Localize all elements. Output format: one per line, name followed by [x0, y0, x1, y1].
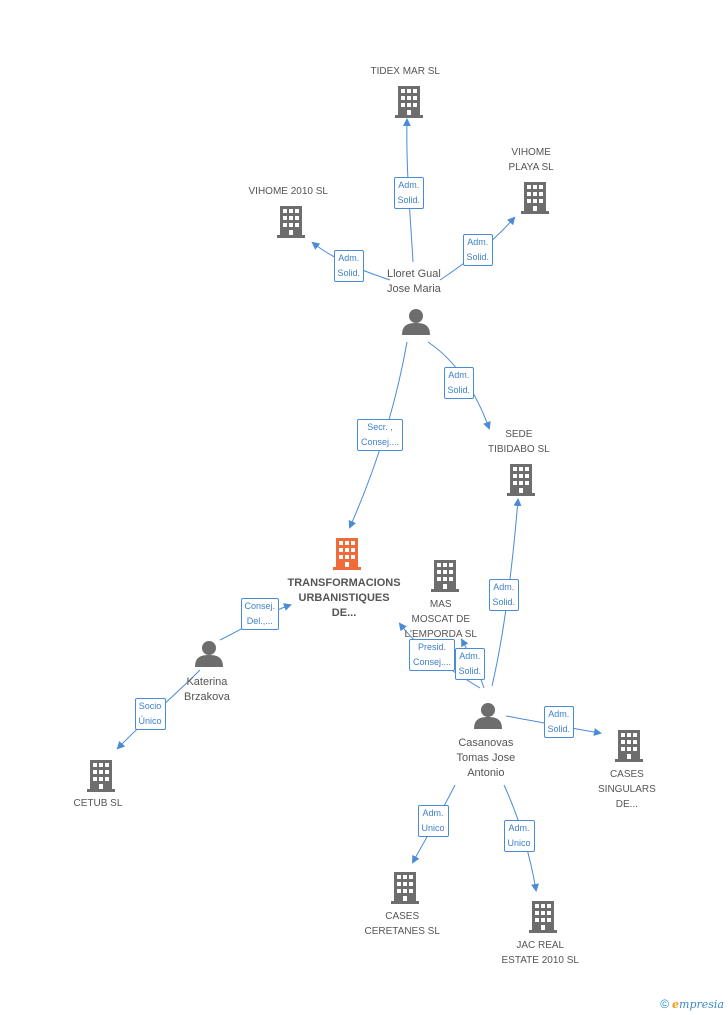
edge-label-katerina-to-cetub[interactable]: Socio Único [134, 698, 166, 730]
edge-label-lloret-to-tidex[interactable]: Adm. Solid. [393, 177, 425, 209]
footer-brand[interactable]: © empresia [660, 997, 724, 1011]
building-icon-sede[interactable] [507, 464, 535, 496]
node-label-katerina[interactable]: Katerina Brzakova [184, 676, 230, 703]
node-label-lloret[interactable]: Lloret Gual Jose Maria [387, 268, 441, 295]
empresia-logo: empresia [672, 997, 724, 1011]
node-label-cases_cer[interactable]: CASES CERETANES SL [364, 911, 440, 937]
copyright-symbol: © [660, 997, 670, 1011]
edge-label-casanovas-to-cases_sing[interactable]: Adm. Solid. [543, 706, 575, 738]
building-icon-mas[interactable] [431, 560, 459, 592]
edge-label-casanovas-to-sede[interactable]: Adm. Solid. [488, 579, 520, 611]
edge-label-lloret-to-vihome2010[interactable]: Adm. Solid. [333, 250, 365, 282]
person-icon-katerina[interactable] [195, 641, 223, 667]
edges-layer [116, 118, 602, 892]
node-label-mas[interactable]: MAS MOSCAT DE L'EMPORDA SL [404, 599, 478, 640]
node-label-jac[interactable]: JAC REAL ESTATE 2010 SL [501, 940, 579, 966]
node-label-transf[interactable]: TRANSFORMACIONS URBANISTIQUES DE... [287, 577, 401, 619]
building-icon-vihome2010[interactable] [277, 206, 305, 238]
edge-label-lloret-to-sede[interactable]: Adm. Solid. [443, 367, 475, 399]
building-icon-cases_cer[interactable] [391, 872, 419, 904]
node-label-vihome2010[interactable]: VIHOME 2010 SL [248, 186, 328, 197]
building-icon-cetub[interactable] [87, 760, 115, 792]
building-icon-jac[interactable] [529, 901, 557, 933]
node-label-tidex[interactable]: TIDEX MAR SL [370, 66, 440, 77]
node-label-sede[interactable]: SEDE TIBIDABO SL [488, 429, 550, 455]
node-label-casanovas[interactable]: Casanovas Tomas Jose Antonio [456, 737, 516, 779]
building-icon-cases_sing[interactable] [615, 730, 643, 762]
edge-label-casanovas-to-jac[interactable]: Adm. Unico [503, 820, 535, 852]
person-icon-casanovas[interactable] [474, 703, 502, 729]
edge-label-lloret-to-transf[interactable]: Secr. , Consej.... [357, 419, 404, 451]
edge-label-katerina-to-transf[interactable]: Consej. Del.,... [240, 598, 280, 630]
building-icon-transf[interactable] [333, 538, 361, 570]
edge-label-casanovas-to-transf[interactable]: Presid. Consej.... [409, 639, 456, 671]
node-label-cases_sing[interactable]: CASES SINGULARS DE... [598, 769, 656, 810]
edge-label-lloret-to-vihome_playa[interactable]: Adm. Solid. [462, 234, 494, 266]
edge-label-casanovas-to-mas[interactable]: Adm. Solid. [454, 648, 486, 680]
node-label-cetub[interactable]: CETUB SL [73, 798, 123, 809]
edge-label-casanovas-to-cases_cer[interactable]: Adm. Unico [417, 805, 449, 837]
building-icon-vihome_playa[interactable] [521, 182, 549, 214]
person-icon-lloret[interactable] [402, 309, 430, 335]
node-label-vihome_playa[interactable]: VIHOME PLAYA SL [508, 147, 554, 173]
nodes-layer [87, 86, 643, 933]
building-icon-tidex[interactable] [395, 86, 423, 118]
